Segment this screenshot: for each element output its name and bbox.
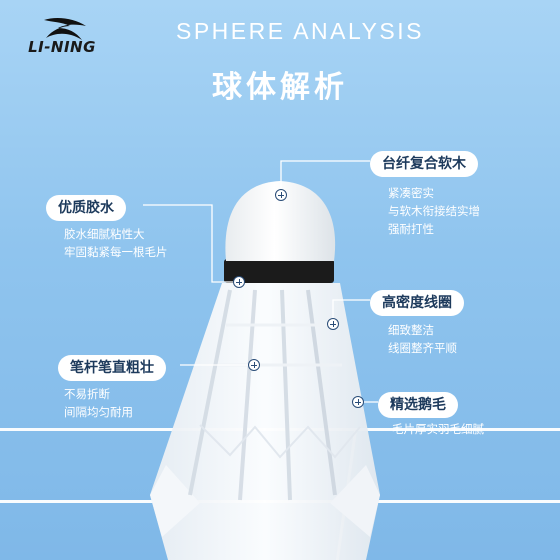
brand-name: LI-NING (28, 38, 96, 56)
hotspot-plus-icon[interactable] (327, 318, 339, 330)
feature-tag-thread: 高密度线圈 (370, 290, 464, 316)
feature-desc-cork: 紧凑密实 与软木衔接结实增 强耐打性 (388, 186, 480, 236)
title-english: SPHERE ANALYSIS (176, 18, 424, 44)
feature-tag-cork: 台纤复合软木 (370, 151, 478, 177)
feature-desc-shaft: 不易折断 间隔均匀耐用 (64, 387, 133, 419)
hotspot-plus-icon[interactable] (248, 359, 260, 371)
li-ning-logo-icon (44, 18, 86, 40)
feature-desc-feather: 毛片厚实羽毛细腻 (392, 422, 484, 436)
feature-desc-thread: 细致整洁 线圈整齐平顺 (388, 323, 457, 355)
shuttlecock-image (150, 181, 380, 560)
hotspot-plus-icon[interactable] (275, 189, 287, 201)
feature-tag-feather: 精选鹅毛 (378, 392, 458, 418)
feature-tag-glue: 优质胶水 (46, 195, 126, 221)
feature-desc-glue: 胶水细腻粘性大 牢固黏紧每一根毛片 (64, 227, 168, 259)
hotspot-plus-icon[interactable] (352, 396, 364, 408)
hotspot-plus-icon[interactable] (233, 276, 245, 288)
feature-tag-shaft: 笔杆笔直粗壮 (58, 355, 166, 381)
title-chinese: 球体解析 (212, 70, 348, 105)
